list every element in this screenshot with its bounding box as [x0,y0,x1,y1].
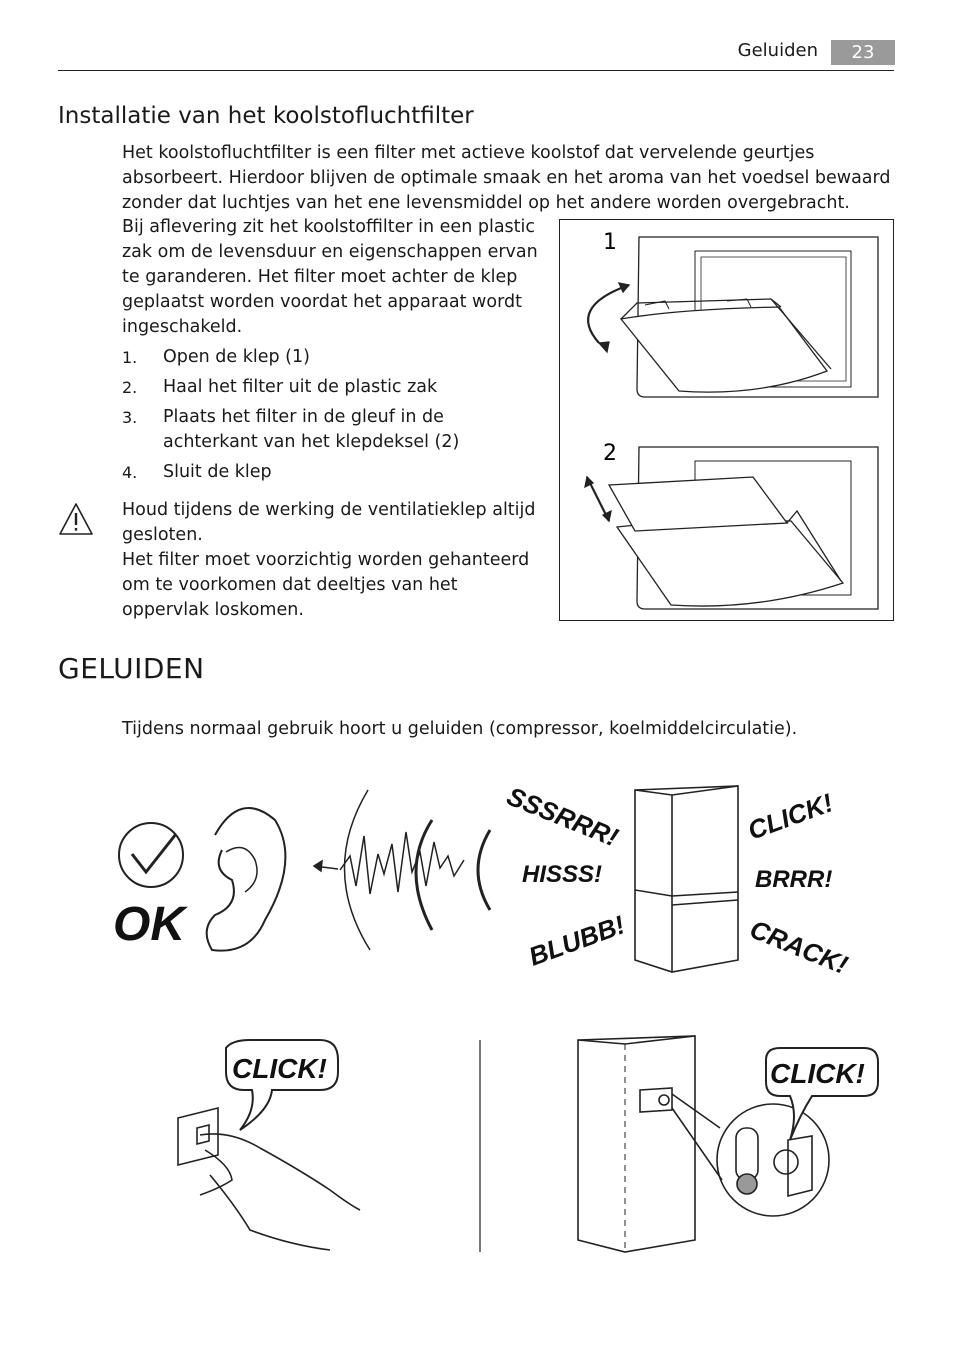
page-number: 23 [831,40,895,65]
installation-steps: 1. Open de klep (1) 2. Haal het filter u… [122,345,543,490]
header-rule [58,70,894,71]
ear-drawing [205,807,287,952]
sound-waves-drawing [312,789,492,951]
ear-inner-drawing [225,846,258,893]
step-item: 3. Plaats het filter in de gleuf in de a… [122,405,543,455]
noise-crack: CRACK! [746,914,853,980]
filter-intro-paragraph: Het koolstofluchtfilter is een filter me… [122,143,891,213]
figure-label-1: 1 [603,230,617,255]
ok-label: OK [113,898,188,951]
step-item: 2. Haal het filter uit de plastic zak [122,375,543,400]
click-speech-bubble-right [765,1047,879,1141]
fridge-drawing [634,785,739,973]
noise-blubb: BLUBB! [525,909,629,971]
flap-open-drawing [587,236,879,398]
sounds-illustration: OK SSSRRR! CLICK! HISSS! BRRR! BLUBB! CR… [113,781,879,1253]
click-label-left: CLICK! [232,1053,327,1084]
figure-label-2: 2 [603,441,617,466]
step-text: Plaats het filter in de gleuf in de acht… [163,407,460,452]
filter-delivery-paragraph: Bij aflevering zit het koolstoffilter in… [122,217,538,337]
filter-heading: Installatie van het koolstofluchtfilter [58,103,474,129]
click-label-right: CLICK! [770,1058,865,1089]
switch-hand-drawing [177,1106,361,1251]
step-number: 4. [122,463,138,482]
running-header-section: Geluiden [737,40,818,61]
step-number: 1. [122,348,138,367]
noise-brrr: BRRR! [755,866,832,893]
step-item: 4. Sluit de klep [122,460,543,485]
fridge-thermostat-drawing [577,1035,830,1253]
warning-triangle-icon [59,503,93,535]
noise-sssrrr: SSSRRR! [503,781,623,853]
step-text: Haal het filter uit de plastic zak [163,377,438,397]
step-text: Open de klep (1) [163,347,310,367]
step-number: 3. [122,408,138,427]
sounds-heading: GELUIDEN [58,652,205,685]
noise-click: CLICK! [744,787,837,845]
sounds-intro: Tijdens normaal gebruik hoort u geluiden… [122,719,798,739]
noise-hisss: HISSS! [522,861,602,888]
step-text: Sluit de klep [163,462,272,482]
checkmark-circle-icon [118,822,184,888]
step-item: 1. Open de klep (1) [122,345,543,370]
step-number: 2. [122,378,138,397]
filter-flap-illustration: 1 2 [559,219,894,621]
filter-insert-drawing [584,446,879,610]
warning-text: Houd tijdens de werking de ventilatiekle… [122,500,536,620]
click-speech-bubble-left [225,1039,339,1131]
